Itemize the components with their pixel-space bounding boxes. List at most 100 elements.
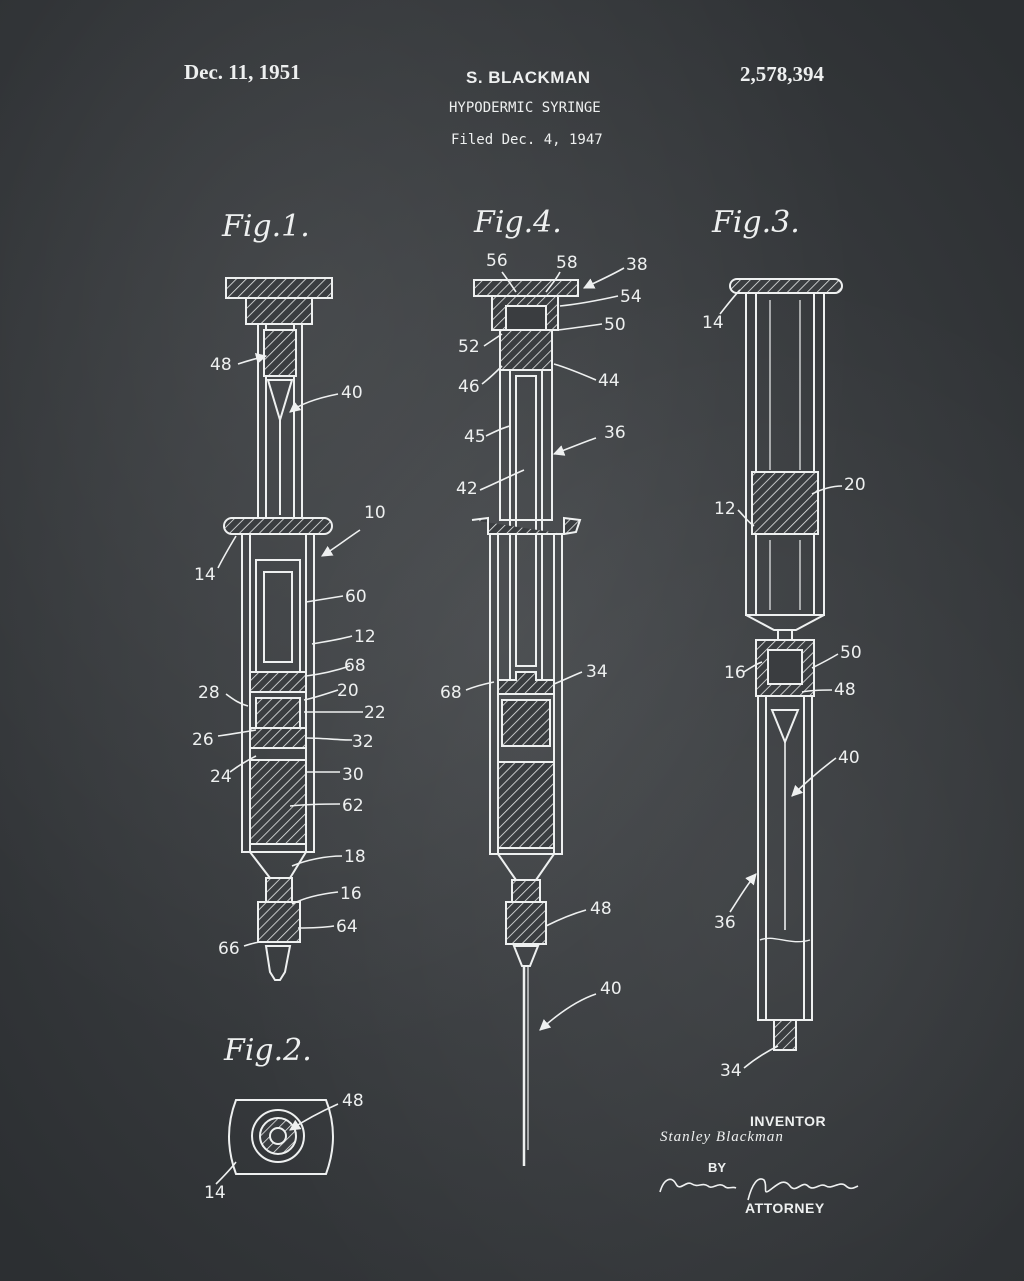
piston — [501, 699, 551, 747]
fig4-label-52: 52 — [458, 337, 480, 357]
fig4-label-42: 42 — [456, 479, 478, 499]
inventor-label: INVENTOR — [750, 1113, 827, 1129]
hub-cap — [257, 901, 301, 943]
patent-title: HYPODERMIC SYRINGE — [449, 100, 601, 116]
barrel — [489, 533, 563, 855]
fig4-label-48: 48 — [590, 899, 612, 919]
figure-4-labels: Fig.4. 56 58 38 54 50 52 46 44 45 36 42 … — [440, 205, 648, 999]
fig4-label-56: 56 — [486, 251, 508, 271]
figure-3 — [719, 278, 843, 1069]
plunger-head — [473, 279, 579, 297]
medicament — [497, 761, 555, 849]
fig1-label-28: 28 — [198, 683, 220, 703]
fig1-label-62: 62 — [342, 796, 364, 816]
cartridge-barrel — [745, 292, 825, 616]
fig4-label-68: 68 — [440, 683, 462, 703]
fig4-label-54: 54 — [620, 287, 642, 307]
fig1-label-14: 14 — [194, 565, 216, 585]
plunger-seal — [497, 671, 555, 695]
fig1-label-66: 66 — [218, 939, 240, 959]
fig3-label-14: 14 — [702, 313, 724, 333]
barrel-taper — [249, 851, 307, 879]
threaded-end — [773, 1019, 797, 1051]
fig1-label-30: 30 — [342, 765, 364, 785]
fig1-label-68: 68 — [344, 656, 366, 676]
piston — [255, 697, 301, 729]
fig4-label-50: 50 — [604, 315, 626, 335]
needle-hub — [263, 329, 297, 377]
hub-outer-ring — [251, 1109, 305, 1163]
finger-flange — [471, 516, 582, 535]
fig1-label-22: 22 — [364, 703, 386, 723]
fig1-label-60: 60 — [345, 587, 367, 607]
adapter — [265, 877, 293, 903]
figure-2 — [215, 1099, 339, 1185]
patent-date: Dec. 11, 1951 — [184, 60, 301, 84]
inventor-header: S. BLACKMAN — [466, 68, 591, 87]
barrel — [241, 533, 315, 853]
fig1-label-10: 10 — [364, 503, 386, 523]
cap-collar — [245, 297, 313, 325]
fig4-label-46: 46 — [458, 377, 480, 397]
fig3-caption: Fig.3. — [711, 205, 800, 240]
fig2-label-14: 14 — [204, 1183, 226, 1203]
needle-tip — [266, 379, 294, 424]
fig1-label-16: 16 — [340, 884, 362, 904]
fig4-label-44: 44 — [598, 371, 620, 391]
fig4-label-38: 38 — [626, 255, 648, 275]
adapter — [511, 879, 541, 903]
needle-hub — [505, 901, 547, 945]
attorney-signature — [659, 1178, 859, 1201]
fig3-label-12: 12 — [714, 499, 736, 519]
fig1-label-20: 20 — [337, 681, 359, 701]
seal-upper — [249, 671, 307, 693]
barrel-taper — [497, 853, 555, 881]
plunger-rod — [499, 369, 553, 521]
fig3-label-16: 16 — [724, 663, 746, 683]
fig1-label-18: 18 — [344, 847, 366, 867]
patent-number: 2,578,394 — [740, 62, 824, 86]
figure-2-labels: Fig.2. 48 14 — [204, 1033, 364, 1203]
fig3-label-50: 50 — [840, 643, 862, 663]
fig4-label-34: 34 — [586, 662, 608, 682]
fig1-label-12: 12 — [354, 627, 376, 647]
filed-date: Filed Dec. 4, 1947 — [451, 132, 603, 148]
needle-base — [512, 945, 540, 967]
fig2-caption: Fig.2. — [223, 1033, 312, 1068]
fig1-caption: Fig.1. — [221, 209, 310, 244]
nozzle — [264, 945, 292, 981]
fig4-label-58: 58 — [556, 253, 578, 273]
fig1-label-32: 32 — [352, 732, 374, 752]
inventor-signature-name: Stanley Blackman — [660, 1129, 784, 1145]
figure-1-labels: Fig.1. 48 40 10 14 60 12 68 28 20 22 26 … — [192, 209, 386, 959]
figure-3-labels: Fig.3. 14 20 12 50 16 48 40 36 34 — [702, 205, 866, 1081]
fig3-label-40: 40 — [838, 748, 860, 768]
fig3-label-36: 36 — [714, 913, 736, 933]
fig2-label-48: 48 — [342, 1091, 364, 1111]
medicament-cartridge — [249, 759, 307, 845]
figure-1 — [217, 277, 363, 981]
sheath-tip — [770, 709, 800, 745]
fig4-label-45: 45 — [464, 427, 486, 447]
flange — [729, 278, 843, 294]
flange-end-view — [228, 1099, 334, 1175]
piston — [751, 471, 819, 535]
finger-flange — [223, 517, 333, 535]
attorney-label: ATTORNEY — [745, 1200, 825, 1216]
fig3-label-48: 48 — [834, 680, 856, 700]
fig3-label-34: 34 — [720, 1061, 742, 1081]
by-label: BY — [708, 1160, 727, 1175]
fig1-label-26: 26 — [192, 730, 214, 750]
fig1-label-40: 40 — [341, 383, 363, 403]
fig4-label-40: 40 — [600, 979, 622, 999]
rod-core — [515, 375, 537, 667]
fig3-label-20: 20 — [844, 475, 866, 495]
figure-4 — [465, 267, 625, 1166]
hub-bore — [269, 1127, 287, 1145]
seal-lower — [249, 727, 307, 749]
fig1-label-24: 24 — [210, 767, 232, 787]
fig1-label-64: 64 — [336, 917, 358, 937]
fig4-label-36: 36 — [604, 423, 626, 443]
inner-chamber — [255, 559, 301, 673]
